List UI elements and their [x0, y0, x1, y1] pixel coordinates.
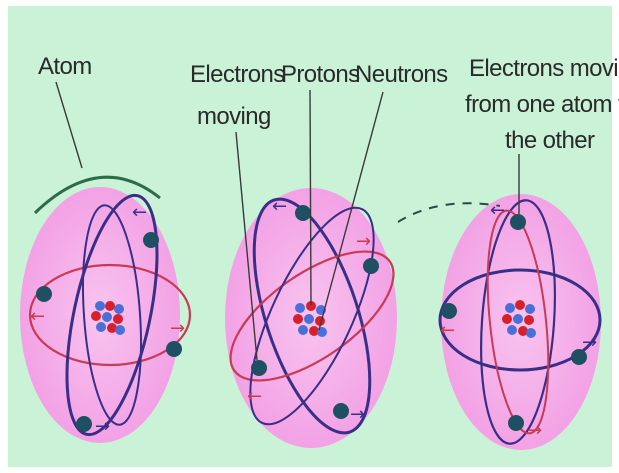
- electron: [363, 258, 379, 274]
- direction-arrow: ←: [132, 202, 147, 223]
- direction-arrow: →: [356, 231, 371, 252]
- direction-arrow: →: [582, 332, 597, 353]
- direction-arrow: ←: [247, 386, 262, 407]
- electron: [166, 341, 182, 357]
- atom-right: ← ← → →: [440, 194, 601, 450]
- neutron: [115, 325, 125, 335]
- electron: [251, 360, 267, 376]
- electron: [333, 403, 349, 419]
- proton: [113, 314, 123, 324]
- neutron: [298, 325, 308, 335]
- direction-arrow: ←: [30, 306, 45, 327]
- label-electrons-moving-line2: moving: [197, 103, 271, 130]
- electron: [295, 205, 311, 221]
- label-atom: Atom: [38, 53, 92, 80]
- proton: [502, 314, 512, 324]
- electron: [76, 416, 92, 432]
- label-transfer-line3: the other: [505, 127, 595, 154]
- proton: [515, 300, 525, 310]
- neutron: [95, 301, 105, 311]
- electron: [508, 415, 524, 431]
- direction-arrow: ←: [272, 196, 287, 217]
- label-neutrons: Neutrons: [355, 61, 448, 88]
- neutron: [513, 314, 523, 324]
- direction-arrow: →: [350, 404, 365, 425]
- direction-arrow: ←: [440, 320, 455, 341]
- proton: [105, 301, 115, 311]
- label-electrons-moving-line1: Electrons: [190, 61, 285, 88]
- proton: [524, 315, 534, 325]
- label-transfer-line1: Electrons moving: [469, 55, 619, 82]
- proton: [91, 311, 101, 321]
- proton: [293, 314, 303, 324]
- direction-arrow: →: [170, 318, 185, 339]
- neutron: [295, 303, 305, 313]
- direction-arrow: ←: [490, 200, 505, 221]
- label-protons: Protons: [281, 61, 360, 88]
- electron: [441, 303, 457, 319]
- direction-arrow: →: [527, 420, 542, 441]
- label-transfer-line2: from one atom to: [465, 91, 619, 118]
- neutron: [114, 304, 124, 314]
- neutron: [526, 328, 536, 338]
- neutron: [102, 312, 112, 322]
- neutron: [525, 304, 535, 314]
- electron: [36, 286, 52, 302]
- electron: [510, 214, 526, 230]
- neutron: [505, 303, 515, 313]
- neutron: [507, 325, 517, 335]
- electron: [143, 232, 159, 248]
- neutron: [96, 322, 106, 332]
- direction-arrow: →: [95, 416, 110, 437]
- neutron: [304, 314, 314, 324]
- neutron: [317, 327, 327, 337]
